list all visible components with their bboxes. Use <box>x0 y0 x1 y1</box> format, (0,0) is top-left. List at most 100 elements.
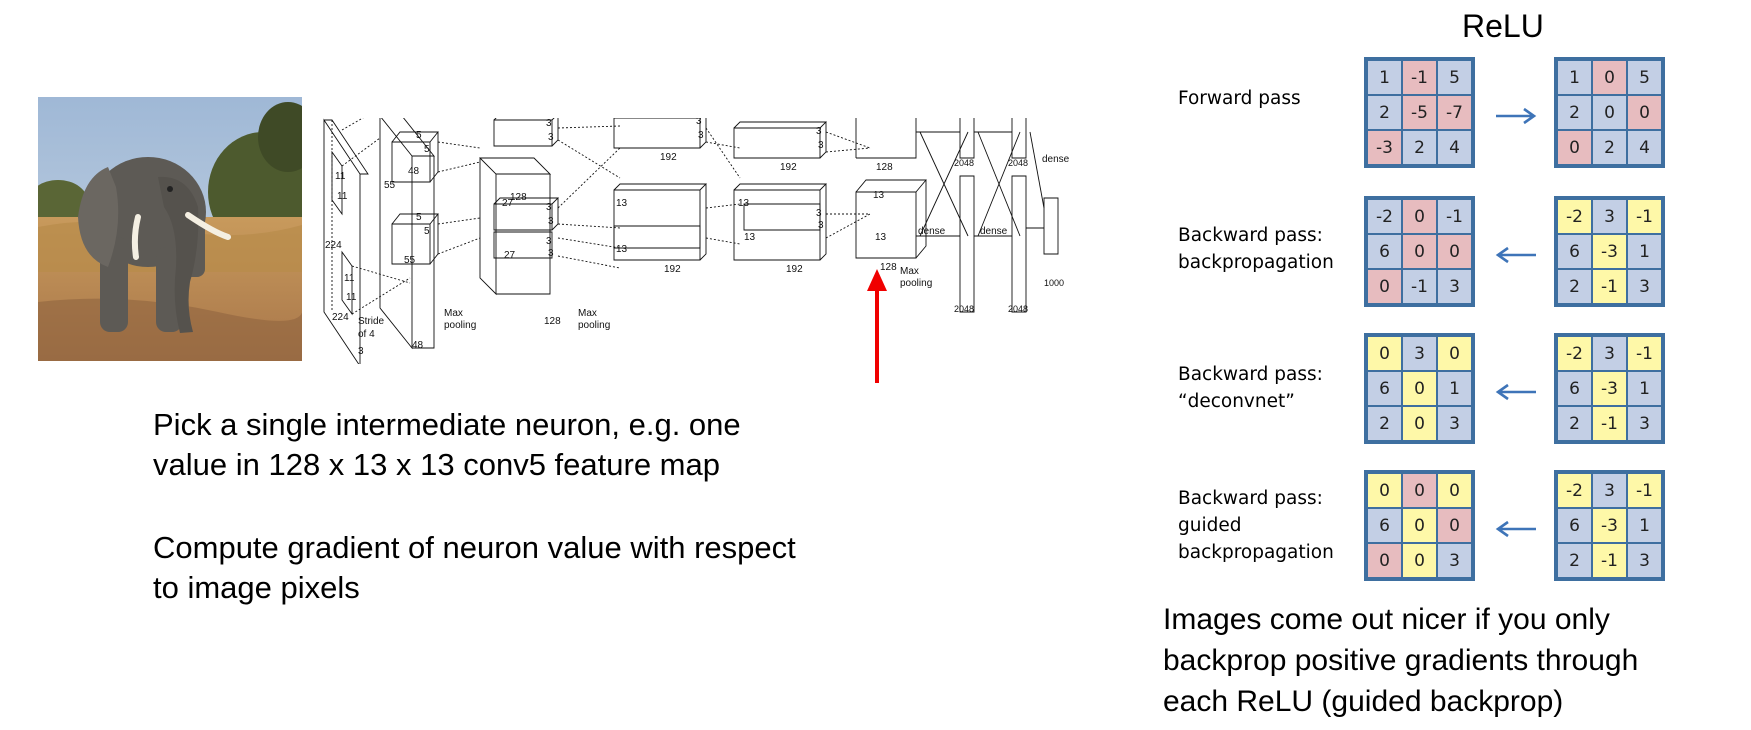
conv2-depth-label: 128 <box>510 192 527 203</box>
matrix-cell: 0 <box>1367 336 1402 371</box>
matrix-cell: -5 <box>1402 95 1437 130</box>
conv1-size-label: 55 <box>404 255 416 266</box>
matrix-cell: 0 <box>1402 473 1437 508</box>
dense-label: dense <box>1042 154 1070 165</box>
fc-layers <box>916 118 1059 313</box>
conv2-volume <box>479 118 560 296</box>
conv4-to-conv5-links <box>825 131 871 239</box>
kernel-label: 3 <box>816 208 822 219</box>
matrix-cell: 0 <box>1437 234 1472 269</box>
arrow-left-icon <box>1495 383 1536 401</box>
matrix-cell: 3 <box>1627 406 1662 441</box>
matrix-cell: 2 <box>1367 95 1402 130</box>
matrix-cell: 2 <box>1557 406 1592 441</box>
relu-row-label: Backward pass: <box>1178 225 1323 246</box>
relu-row-label: backpropagation <box>1178 542 1334 563</box>
kernel-label: 11 <box>346 292 357 303</box>
conv3-to-conv4-links <box>705 127 741 245</box>
matrix-cell: 3 <box>1592 473 1627 508</box>
matrix-cell: -1 <box>1437 199 1472 234</box>
matrix-cell: -1 <box>1627 336 1662 371</box>
conv5-size-label: 13 <box>875 232 887 243</box>
matrix-cell: 3 <box>1437 406 1472 441</box>
alexnet-diagram: 11 11 224 11 11 224 Stride of 4 3 5 5 5 … <box>323 118 1070 364</box>
matrix-cell: 0 <box>1402 371 1437 406</box>
relu-row-label: Backward pass: <box>1178 364 1323 385</box>
matrix-cell: 2 <box>1402 130 1437 165</box>
matrix-cell: 0 <box>1592 60 1627 95</box>
kernel-label: 3 <box>548 216 554 227</box>
matrix-cell: 0 <box>1367 269 1402 304</box>
relu-row-label: Forward pass <box>1178 88 1301 109</box>
conv5-size-label: 13 <box>873 190 885 201</box>
matrix-cell: 6 <box>1367 371 1402 406</box>
kernel-label: 5 <box>416 130 422 141</box>
matrix-cell: 0 <box>1367 543 1402 578</box>
input-size-label: 224 <box>325 240 342 251</box>
elephant-image <box>38 97 302 361</box>
matrix-cell: -2 <box>1557 199 1592 234</box>
dense-label: dense <box>918 226 946 237</box>
arrow-left-icon <box>1495 520 1536 538</box>
fc-size-label: 2048 <box>954 158 974 168</box>
kernel-label: 11 <box>344 273 355 284</box>
matrix-cell: 5 <box>1627 60 1662 95</box>
matrix-cell: 3 <box>1437 269 1472 304</box>
conv4-depth-label: 192 <box>786 264 803 275</box>
matrix-cell: 1 <box>1367 60 1402 95</box>
matrix-cell: 0 <box>1437 473 1472 508</box>
matrix-cell: -1 <box>1627 199 1662 234</box>
matrix-cell: 6 <box>1367 234 1402 269</box>
matrix-cell: 3 <box>1592 199 1627 234</box>
conv3-volume <box>613 118 708 261</box>
fc-size-label: 2048 <box>1008 158 1028 168</box>
matrix-cell: -1 <box>1592 406 1627 441</box>
conv3-depth-label: 192 <box>664 264 681 275</box>
kernel-label: 3 <box>696 118 702 127</box>
kernel-label: 3 <box>698 130 704 141</box>
matrix-cell: -3 <box>1592 508 1627 543</box>
elephant-photo <box>38 97 302 361</box>
matrix-cell: 3 <box>1402 336 1437 371</box>
matrix-cell: 0 <box>1592 95 1627 130</box>
input-to-conv1-links <box>341 118 411 315</box>
matrix-cell: 3 <box>1592 336 1627 371</box>
relu-row-label: “deconvnet” <box>1178 391 1295 412</box>
matrix-cell: 3 <box>1627 269 1662 304</box>
conv2-depth-label: 128 <box>544 316 561 327</box>
relu-row-label: Backward pass: <box>1178 488 1323 509</box>
input-size-label: 224 <box>332 312 349 323</box>
matrix-cell: 4 <box>1437 130 1472 165</box>
kernel-label: 5 <box>424 144 430 155</box>
guided-backprop-caption: Images come out nicer if you only backpr… <box>1163 603 1639 718</box>
relu-row-label: guided <box>1178 515 1242 536</box>
conv4-size-label: 13 <box>738 198 750 209</box>
matrix-cell: 1 <box>1557 60 1592 95</box>
relu-row-label: backpropagation <box>1178 252 1334 273</box>
stride-line-2: of 4 <box>358 329 375 340</box>
matrix-cell: 1 <box>1627 371 1662 406</box>
conv2-size-label: 27 <box>504 250 516 261</box>
kernel-label: 11 <box>335 171 346 182</box>
matrix-cell: 0 <box>1402 543 1437 578</box>
fc-size-label: 1000 <box>1044 278 1064 288</box>
arrow-left-icon <box>1495 246 1536 264</box>
matrix-cell: 2 <box>1367 406 1402 441</box>
kernel-label: 3 <box>546 118 552 129</box>
input-depth-label: 3 <box>358 346 364 357</box>
conv1-to-conv2-links <box>437 141 481 255</box>
arrow-right-icon <box>1496 107 1537 125</box>
fc-size-label: 2048 <box>954 304 974 314</box>
matrix-cell: 6 <box>1557 508 1592 543</box>
matrix-cell: -1 <box>1627 473 1662 508</box>
matrix-cell: -7 <box>1437 95 1472 130</box>
matrix-cell: -3 <box>1367 130 1402 165</box>
matrix-cell: 0 <box>1402 234 1437 269</box>
matrix-cell: 0 <box>1402 199 1437 234</box>
kernel-label: 3 <box>548 132 554 143</box>
conv2-size-label: 27 <box>502 198 514 209</box>
